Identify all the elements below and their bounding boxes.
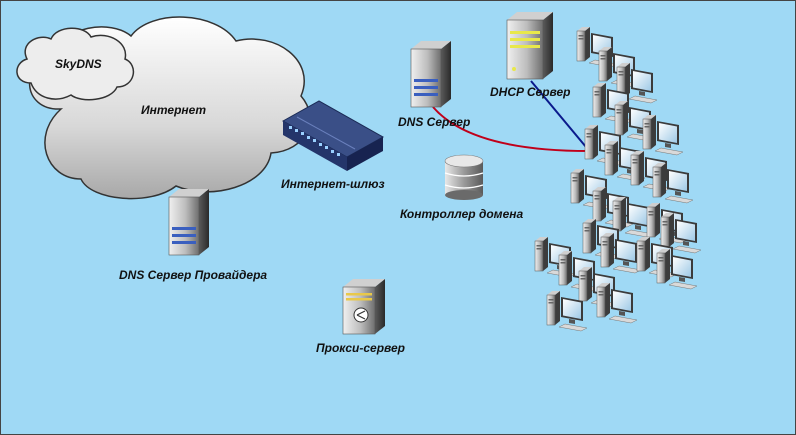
database-icon [444,154,484,200]
skydns-label: SkyDNS [55,57,102,71]
workstation-cluster [534,26,702,332]
dns-link-line [432,106,590,152]
proxy-server-icon [342,279,385,335]
network-switch-icon [281,100,385,171]
provider-dns-server-icon [168,188,210,256]
provider-dns-label: DNS Сервер Провайдера [119,268,268,282]
dhcp-server-label: DHCP Сервер [490,85,571,99]
dhcp-link-line [530,80,587,148]
gateway-label: Интернет-шлюз [281,177,385,191]
domain-controller-label: Контроллер домена [400,207,524,221]
dns-server-icon [410,40,452,108]
dhcp-server-icon [506,12,553,80]
desktop-computer-icon [652,162,694,204]
desktop-computer-icon [600,232,642,274]
desktop-computer-icon [596,282,638,324]
desktop-computer-icon [656,248,698,290]
dns-server-label: DNS Сервер [398,115,471,129]
proxy-server-label: Прокси-сервер [316,341,406,355]
desktop-computer-icon [642,114,684,156]
skydns-cloud-icon [16,27,135,101]
internet-label: Интернет [141,103,206,117]
